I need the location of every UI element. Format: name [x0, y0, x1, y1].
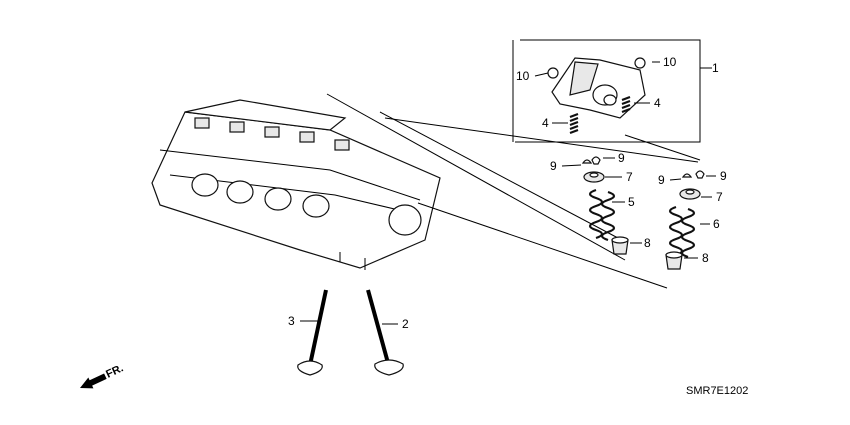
lock-nut-left — [547, 67, 559, 79]
callout-10-right: 10 — [663, 55, 677, 69]
callout-8-b: 8 — [702, 251, 709, 265]
lock-nut-right — [634, 57, 646, 69]
front-arrow-icon — [80, 373, 107, 389]
callout-9-c: 9 — [658, 173, 665, 187]
cylinder-head — [151, 99, 441, 270]
valve-spring-exhaust — [668, 205, 696, 259]
callout-leaders — [300, 61, 716, 325]
rocker-arm-bracket — [512, 39, 712, 143]
valve-exhaust — [297, 289, 328, 376]
callout-7-b: 7 — [716, 190, 723, 204]
callout-9-d: 9 — [720, 169, 727, 183]
rocker-spring-left — [569, 112, 579, 135]
callout-4-right: 4 — [654, 96, 661, 110]
valve-cotters — [581, 156, 705, 179]
callout-8-a: 8 — [644, 236, 651, 250]
callout-2: 2 — [402, 317, 409, 331]
camshaft-journals — [194, 117, 350, 151]
valve-intake — [366, 289, 404, 376]
intake-ports — [191, 173, 422, 236]
callout-3: 3 — [288, 314, 295, 328]
leader-lines — [326, 93, 701, 289]
callout-1: 1 — [712, 61, 719, 75]
spring-retainers — [583, 171, 701, 200]
callout-6: 6 — [713, 217, 720, 231]
callout-9-b: 9 — [618, 151, 625, 165]
valve-spring-intake — [588, 188, 616, 242]
callout-10-left: 10 — [516, 69, 530, 83]
callout-4-left: 4 — [542, 116, 549, 130]
diagram-code: SMR7E1202 — [686, 385, 748, 397]
callout-5: 5 — [628, 195, 635, 209]
callout-7-a: 7 — [626, 170, 633, 184]
valve-stem-seals — [611, 236, 683, 270]
callout-9-a: 9 — [550, 159, 557, 173]
rocker-arm-assembly — [547, 57, 646, 119]
front-label: FR. — [104, 362, 125, 380]
rocker-spring-right — [621, 95, 631, 114]
